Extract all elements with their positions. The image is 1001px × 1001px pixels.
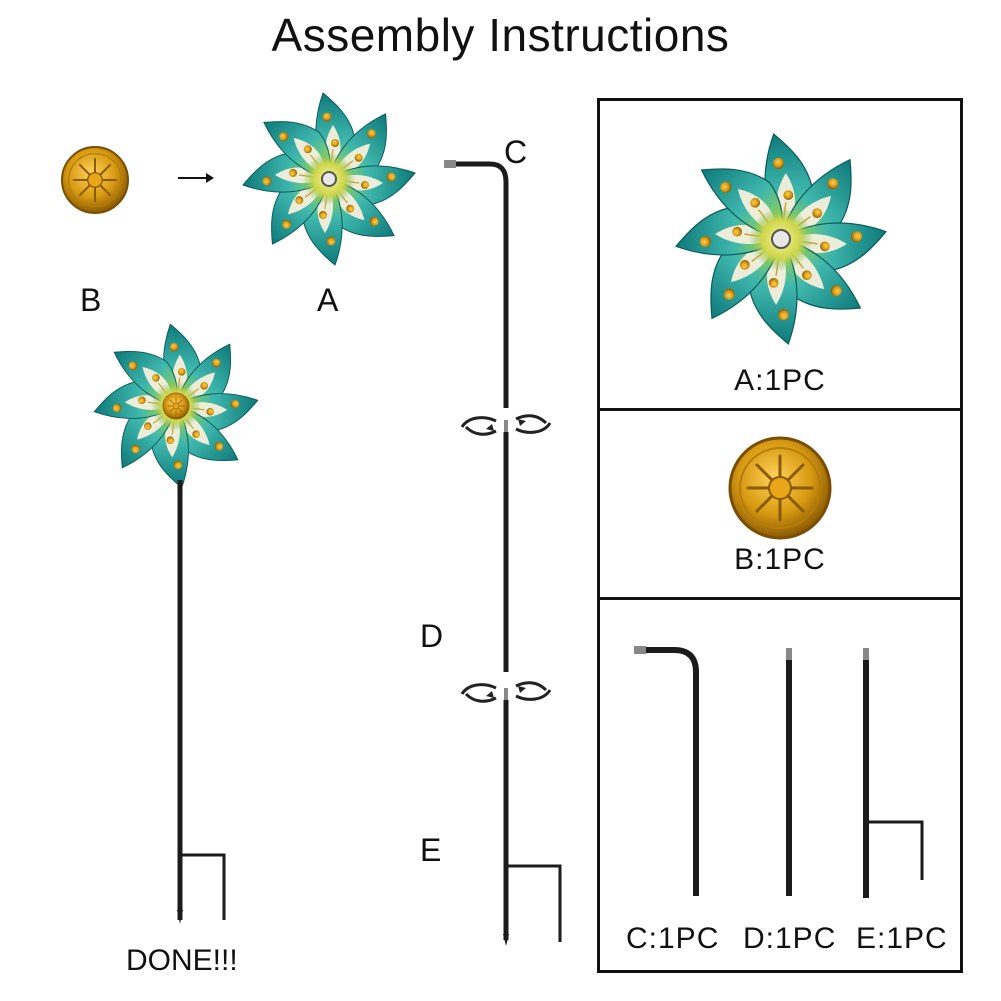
part-a-count: A:1PC [734, 364, 826, 397]
done-label: DONE!!! [126, 944, 238, 977]
parts-list-panel [597, 98, 963, 973]
twist-rotate-icon [460, 414, 552, 436]
label-c: C [504, 134, 528, 170]
cap-b-illustration [61, 146, 129, 214]
label-e: E [420, 832, 442, 868]
parts-rods-illustration [634, 646, 924, 898]
rod-assembly-illustration [444, 160, 562, 946]
twist-rotate-icon [460, 681, 552, 703]
pinwheel-a-illustration [236, 86, 422, 272]
assembled-stake-illustration [177, 480, 226, 924]
right-arrow-icon [178, 173, 214, 183]
page-title: Assembly Instructions [271, 9, 730, 61]
part-b-count: B:1PC [734, 543, 826, 576]
label-d: D [420, 618, 444, 654]
panel-divider [597, 597, 963, 600]
part-b-illustration [728, 436, 832, 540]
part-e-count: E:1PC [856, 922, 948, 955]
label-b: B [80, 282, 102, 318]
part-a-illustration [666, 124, 896, 354]
assembled-pinwheel-illustration [88, 318, 264, 494]
part-c-count: C:1PC [626, 922, 720, 955]
label-a: A [317, 282, 339, 318]
panel-divider [597, 408, 963, 411]
part-d-count: D:1PC [743, 922, 837, 955]
